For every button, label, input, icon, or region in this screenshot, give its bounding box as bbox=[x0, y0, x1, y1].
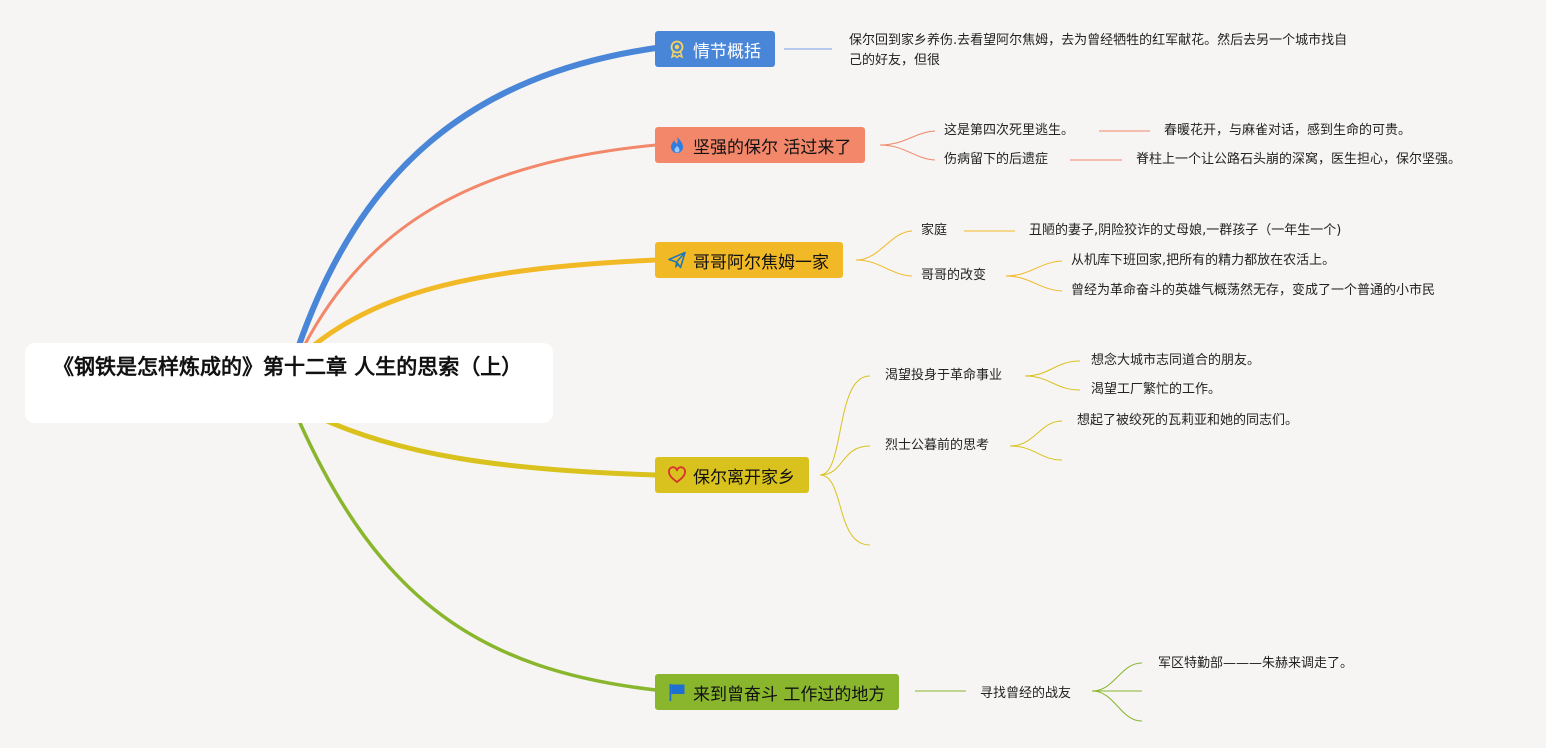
subtopic-sequelae[interactable]: 伤病留下的后遗症 bbox=[944, 152, 1049, 167]
detail-spine-wound[interactable]: 脊柱上一个让公路石头崩的深窝，医生担心，保尔坚强。 bbox=[1136, 152, 1462, 167]
root-topic[interactable]: 《钢铁是怎样炼成的》第十二章 人生的思索（上） bbox=[25, 343, 553, 423]
topic-label: 情节概括 bbox=[693, 41, 761, 62]
heart-icon bbox=[667, 465, 687, 485]
subtopic-cemetery-thoughts[interactable]: 烈士公暮前的思考 bbox=[885, 438, 990, 453]
topic-plot-summary[interactable]: 情节概括 bbox=[655, 31, 775, 67]
detail-zhukhrai-transferred[interactable]: 军区特勤部———朱赫来调走了。 bbox=[1158, 656, 1354, 671]
subtopic-find-comrades[interactable]: 寻找曾经的战友 bbox=[980, 686, 1072, 701]
branch-line-strong-paul bbox=[301, 143, 658, 350]
topic-label: 来到曾奋斗 工作过的地方 bbox=[693, 684, 886, 705]
topic-artyom-family[interactable]: 哥哥阿尔焦姆一家 bbox=[655, 242, 843, 278]
topic-strong-paul[interactable]: 坚强的保尔 活过来了 bbox=[655, 127, 866, 163]
flag-icon bbox=[667, 682, 687, 702]
detail-miss-friends[interactable]: 想念大城市志同道合的朋友。 bbox=[1091, 353, 1261, 368]
subtopic-fourth-escape[interactable]: 这是第四次死里逃生。 bbox=[944, 123, 1075, 138]
subtopic-summary-text[interactable]: 保尔回到家乡养伤.去看望阿尔焦姆，去为曾经牺牲的红军献花。然后去另一个城市找自己… bbox=[849, 33, 1348, 68]
detail-valya-memory[interactable]: 想起了被绞死的瓦莉亚和她的同志们。 bbox=[1077, 413, 1299, 428]
detail-spring-sparrow[interactable]: 春暖花开，与麻雀对话，感到生命的可贵。 bbox=[1164, 123, 1412, 138]
detail-family-members[interactable]: 丑陋的妻子,阴险狡诈的丈母娘,一群孩子（一年生一个) bbox=[1029, 223, 1342, 238]
topic-label: 坚强的保尔 活过来了 bbox=[693, 137, 852, 158]
topic-leave-home[interactable]: 保尔离开家乡 bbox=[655, 457, 809, 493]
subtopic-family[interactable]: 家庭 bbox=[921, 223, 948, 238]
award-icon bbox=[667, 39, 687, 59]
branch-line-summary bbox=[295, 45, 659, 351]
paper-plane-icon bbox=[667, 250, 687, 270]
detail-factory-work[interactable]: 渴望工厂繁忙的工作。 bbox=[1091, 382, 1222, 397]
fire-icon bbox=[667, 135, 687, 155]
subtopic-brother-change[interactable]: 哥哥的改变 bbox=[921, 268, 987, 283]
subtopic-revolution-desire[interactable]: 渴望投身于革命事业 bbox=[885, 368, 1003, 383]
detail-farm-work[interactable]: 从机库下班回家,把所有的精力都放在农活上。 bbox=[1071, 253, 1336, 268]
topic-label: 保尔离开家乡 bbox=[693, 467, 795, 488]
branch-line-old-place bbox=[298, 421, 658, 692]
root-title: 《钢铁是怎样炼成的》第十二章 人生的思索（上） bbox=[53, 355, 523, 379]
topic-label: 哥哥阿尔焦姆一家 bbox=[693, 252, 829, 273]
branch-line-leave-home bbox=[315, 414, 659, 478]
topic-old-workplace[interactable]: 来到曾奋斗 工作过的地方 bbox=[655, 674, 900, 710]
branch-line-artyom-family bbox=[305, 257, 659, 353]
detail-ordinary-citizen[interactable]: 曾经为革命奋斗的英雄气概荡然无存，变成了一个普通的小市民 bbox=[1071, 283, 1436, 298]
